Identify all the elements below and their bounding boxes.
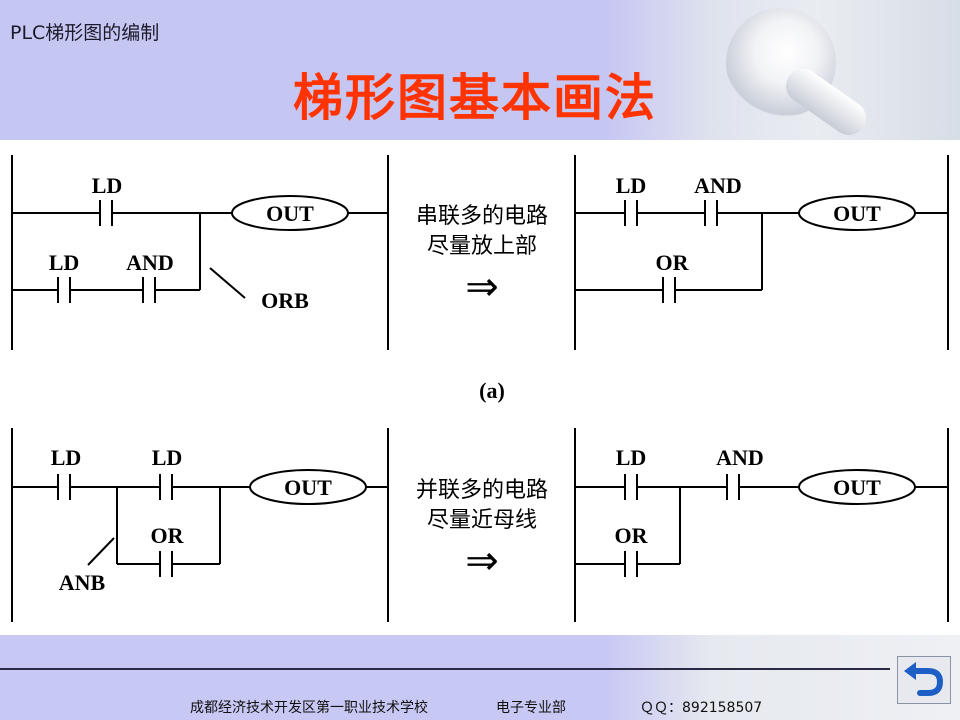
header-decoration-image bbox=[606, 0, 960, 140]
a-right-coil-label: OUT bbox=[833, 201, 881, 226]
b-left-contact2-label: LD bbox=[152, 445, 183, 470]
diagram-panel: LD LD AND OUT ORB LD AND OR OUT (a) LD L… bbox=[0, 140, 960, 635]
a-right-contact3-label: OR bbox=[656, 250, 690, 275]
footer-divider bbox=[0, 668, 890, 670]
a-left-contact2-label: LD bbox=[49, 250, 80, 275]
b-left-anb-note: ANB bbox=[59, 570, 106, 595]
b-right-contact2-label: OR bbox=[615, 523, 649, 548]
a-left-contact3-label: AND bbox=[126, 250, 174, 275]
b-rule-line1: 并联多的电路 bbox=[416, 477, 548, 502]
b-transform-arrow-icon: ⇒ bbox=[465, 538, 499, 583]
a-left-orb-note: ORB bbox=[261, 288, 309, 313]
b-rule-line2: 尽量近母线 bbox=[427, 507, 537, 532]
a-rule-line2: 尽量放上部 bbox=[427, 233, 537, 258]
a-rule-line1: 串联多的电路 bbox=[416, 203, 548, 228]
b-left-contact3-label: OR bbox=[151, 523, 185, 548]
footer-qq: ＱＱ：892158507 bbox=[640, 700, 763, 716]
a-left-coil-label: OUT bbox=[266, 201, 314, 226]
b-right-contact3-label: AND bbox=[716, 445, 764, 470]
a-transform-arrow-icon: ⇒ bbox=[465, 264, 499, 309]
slide-title: 梯形图基本画法 bbox=[293, 69, 657, 127]
diagram-a-caption: (a) bbox=[479, 378, 505, 403]
a-left-contact1-label: LD bbox=[92, 173, 123, 198]
b-right-coil-label: OUT bbox=[833, 475, 881, 500]
a-right-contact2-label: AND bbox=[694, 173, 742, 198]
footer-dept: 电子专业部 bbox=[496, 700, 566, 716]
footer-school: 成都经济技术开发区第一职业技术学校 bbox=[190, 700, 428, 716]
return-button[interactable] bbox=[897, 656, 951, 704]
b-right-contact1-label: LD bbox=[616, 445, 647, 470]
a-right-contact1-label: LD bbox=[616, 173, 647, 198]
b-left-coil-label: OUT bbox=[284, 475, 332, 500]
b-left-contact1-label: LD bbox=[51, 445, 82, 470]
ladder-diagrams: LD LD AND OUT ORB LD AND OR OUT (a) LD L… bbox=[11, 155, 949, 622]
return-arrow-icon bbox=[904, 662, 944, 696]
deck-title: PLC梯形图的编制 bbox=[10, 22, 160, 44]
